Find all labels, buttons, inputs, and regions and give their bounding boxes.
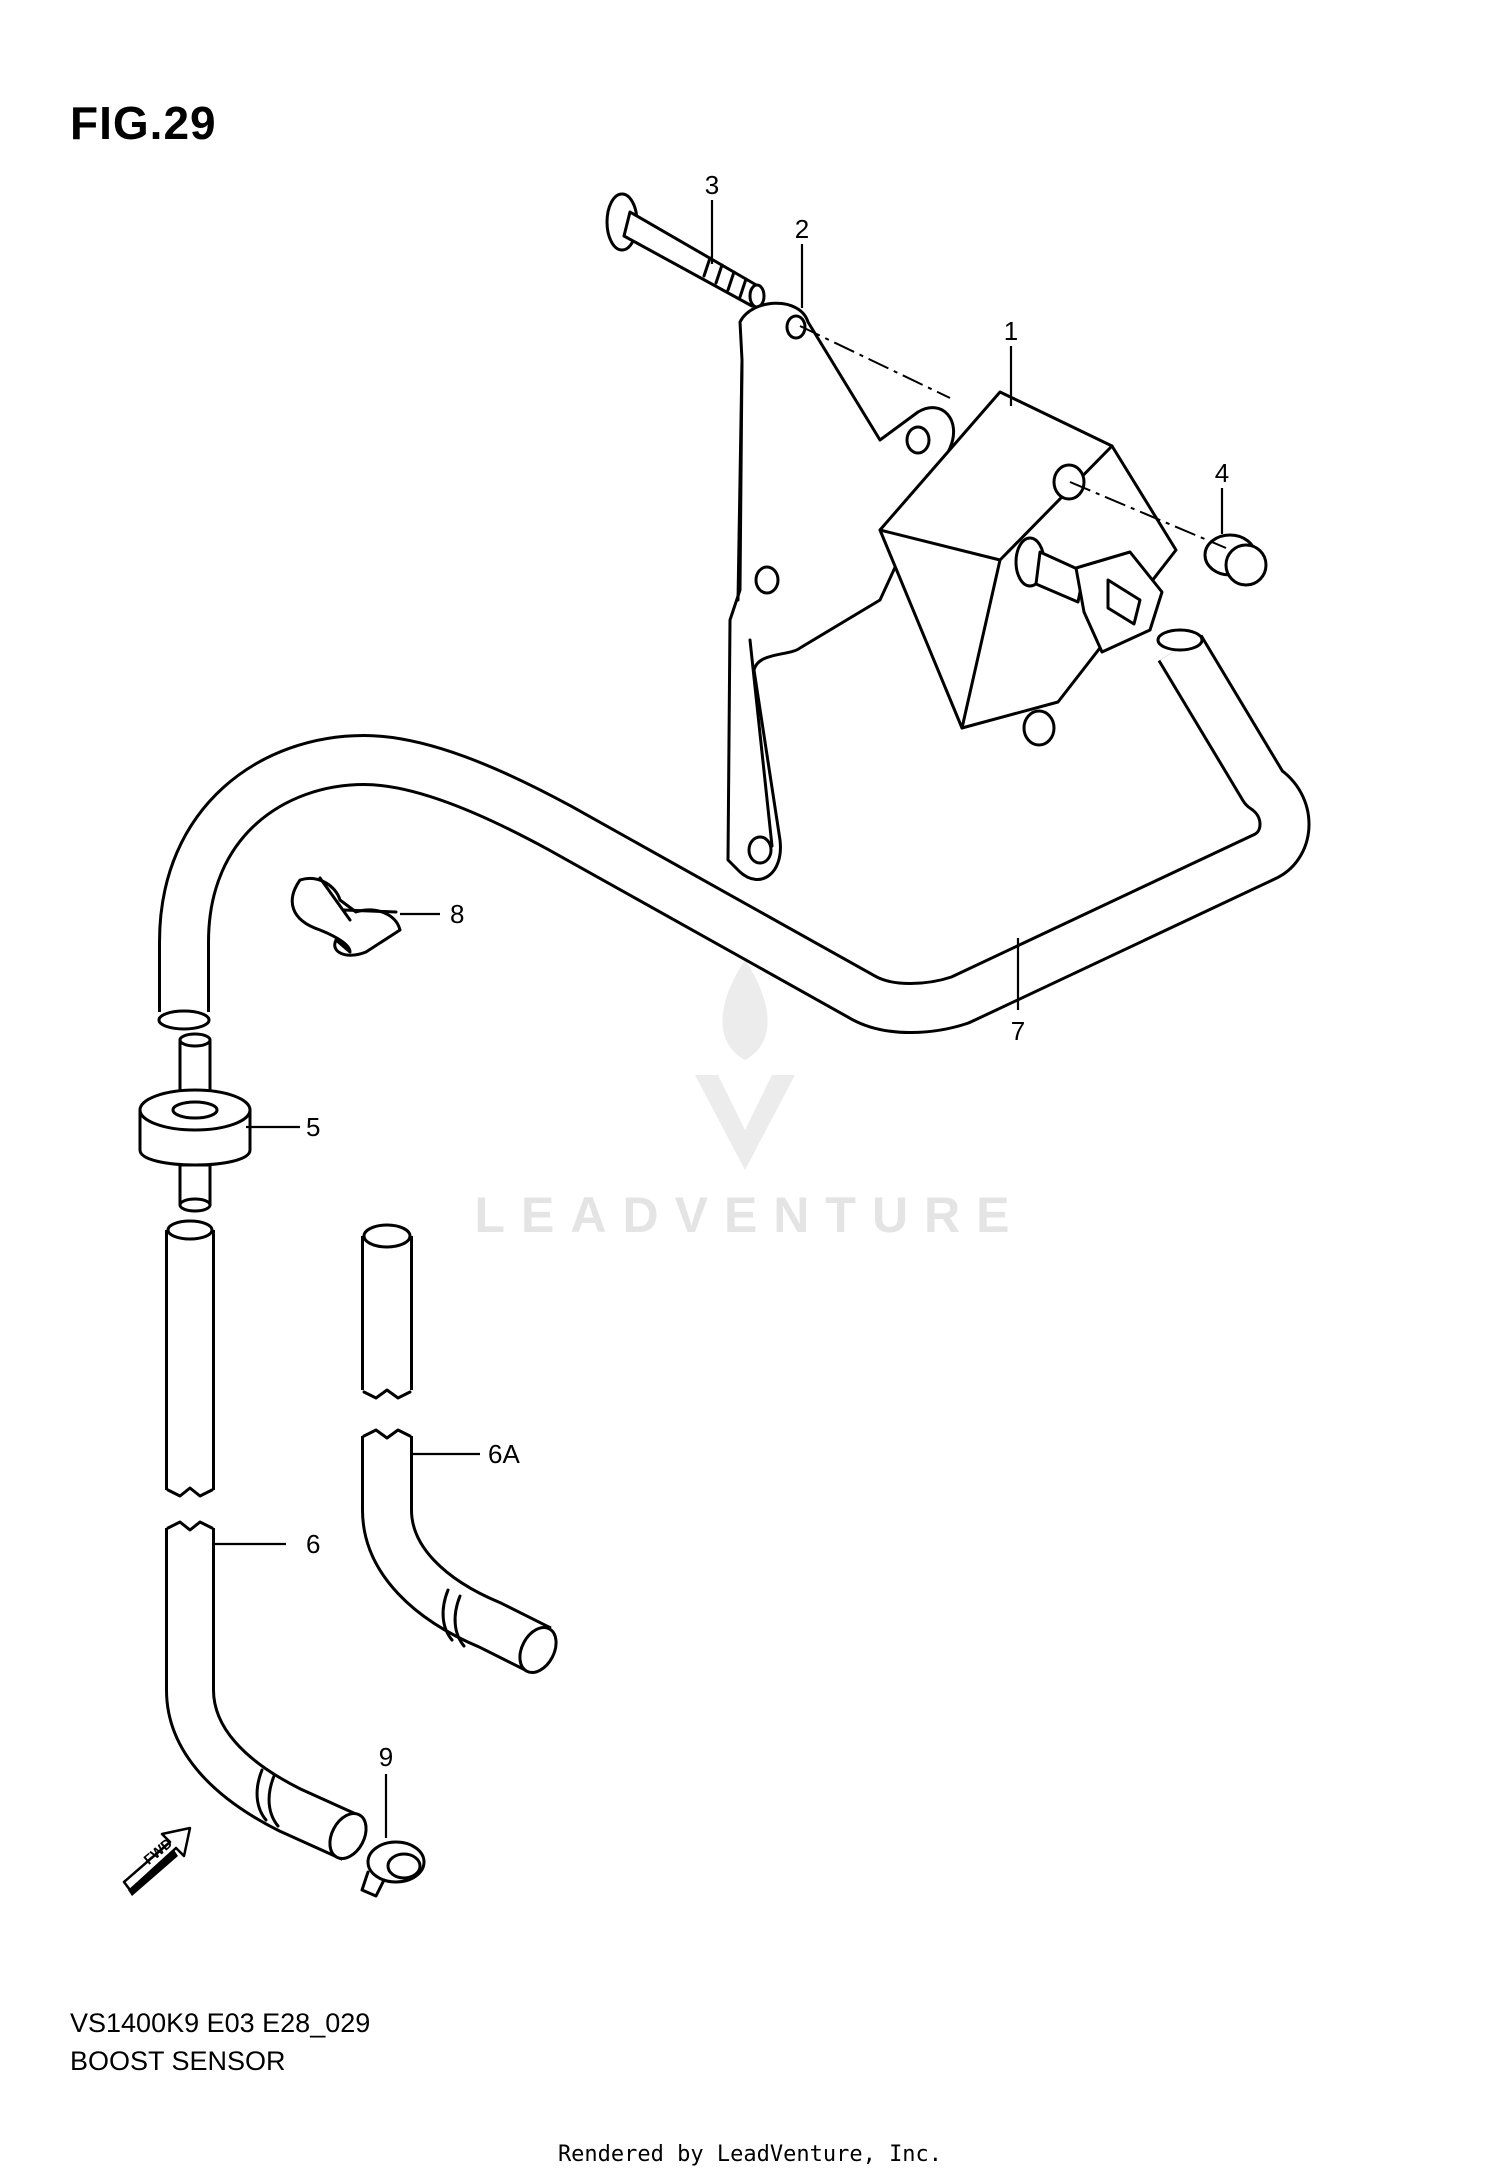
assembly-line-nut: [1069, 481, 1227, 549]
callout-9: 9: [379, 1742, 393, 1772]
check-valve-part-5: [138, 1032, 252, 1213]
diagram-code: VS1400K9 E03 E28_029: [70, 2008, 371, 2038]
callout-3: 3: [705, 170, 719, 200]
callout-5: 5: [306, 1112, 320, 1142]
callout-2: 2: [795, 214, 809, 244]
hose-part-7: [157, 628, 1311, 1034]
watermark-logo-icon: [695, 960, 795, 1170]
callout-4: 4: [1215, 458, 1229, 488]
bolt-part-3: [605, 192, 766, 309]
watermark-text: LEADVENTURE: [474, 1187, 1025, 1243]
hose-part-6: [165, 1219, 368, 1861]
diagram-name: BOOST SENSOR: [70, 2046, 286, 2076]
watermark: LEADVENTURE: [474, 960, 1025, 1243]
bracket-part-2: [726, 301, 956, 881]
forward-direction-arrow-icon: FWD: [122, 1826, 192, 1896]
hose-part-6a: [361, 1223, 558, 1674]
callout-7: 7: [1011, 1016, 1025, 1046]
figure-title: FIG.29: [70, 97, 217, 149]
hose-clip-part-9: [360, 1840, 426, 1898]
assembly-line-bolt: [799, 325, 951, 399]
callout-8: 8: [450, 899, 464, 929]
callout-6a: 6A: [488, 1439, 520, 1469]
clamp-part-8: [290, 876, 402, 957]
boost-sensor-part-1: [878, 390, 1178, 747]
leader-lines: [215, 200, 1224, 1838]
callout-1: 1: [1004, 316, 1018, 346]
callout-6: 6: [306, 1529, 320, 1559]
rendered-by-credit: Rendered by LeadVenture, Inc.: [557, 2142, 943, 2167]
